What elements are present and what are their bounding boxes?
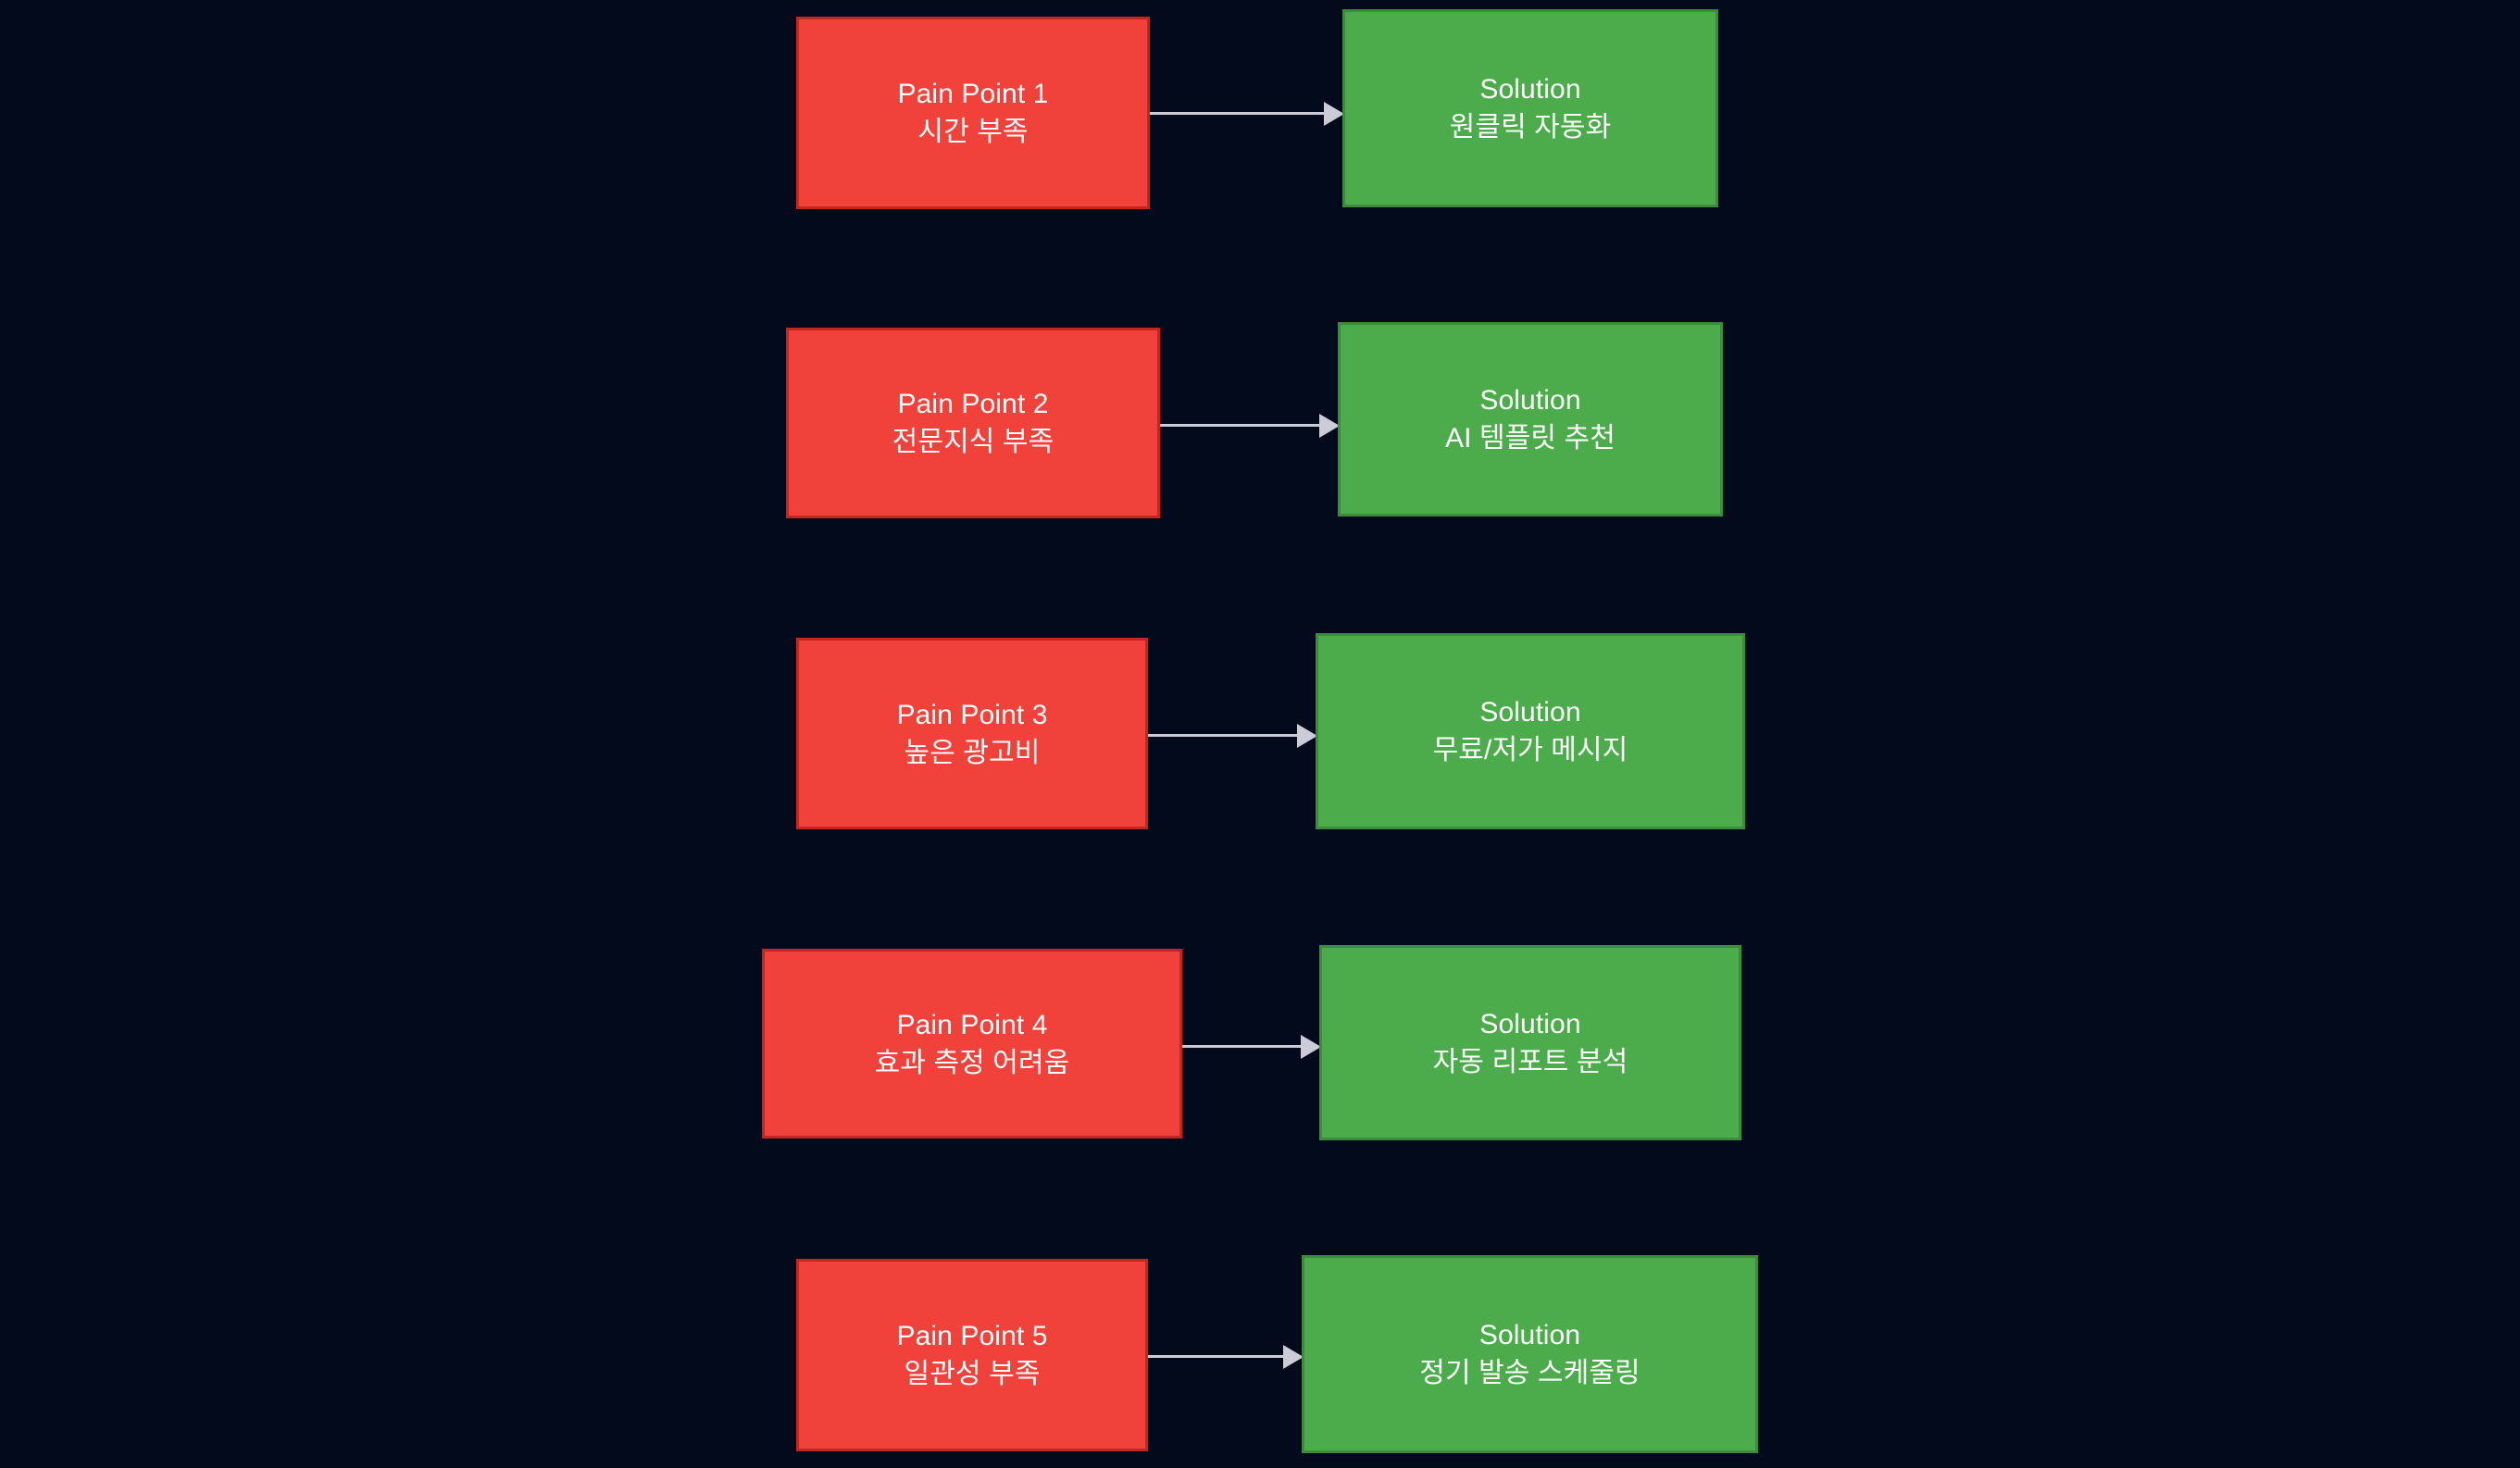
pain-point-detail: 효과 측정 어려움 — [874, 1047, 1070, 1078]
arrow-line — [1160, 424, 1321, 427]
pain-point-title: Pain Point 5 — [896, 1321, 1048, 1351]
pain-point-box[interactable]: Pain Point 4 효과 측정 어려움 — [762, 949, 1182, 1138]
solution-detail: 정기 발송 스케줄링 — [1419, 1358, 1640, 1388]
pain-point-detail: 시간 부족 — [917, 117, 1029, 147]
solution-box[interactable]: Solution AI 템플릿 추천 — [1338, 322, 1723, 516]
pain-point-title: Pain Point 1 — [897, 79, 1049, 109]
arrow-head-icon — [1324, 102, 1344, 126]
solution-title: Solution — [1479, 1008, 1581, 1039]
solution-box[interactable]: Solution 무료/저가 메시지 — [1316, 633, 1745, 829]
pain-point-title: Pain Point 2 — [897, 389, 1049, 419]
solution-box[interactable]: Solution 원클릭 자동화 — [1342, 9, 1718, 207]
arrow-line — [1182, 1045, 1303, 1048]
solution-title: Solution — [1479, 385, 1581, 416]
solution-detail: AI 템플릿 추천 — [1445, 423, 1616, 454]
arrow-head-icon — [1301, 1035, 1321, 1059]
pain-point-box[interactable]: Pain Point 1 시간 부족 — [796, 17, 1150, 209]
arrow-head-icon — [1319, 414, 1340, 438]
solution-detail: 무료/저가 메시지 — [1432, 735, 1628, 765]
arrow-line — [1148, 734, 1299, 737]
solution-detail: 원클릭 자동화 — [1449, 112, 1612, 143]
arrow-head-icon — [1283, 1345, 1304, 1369]
pain-point-box[interactable]: Pain Point 3 높은 광고비 — [796, 638, 1148, 829]
pain-point-box[interactable]: Pain Point 2 전문지식 부족 — [786, 328, 1160, 518]
pain-point-detail: 전문지식 부족 — [892, 427, 1054, 457]
solution-box[interactable]: Solution 자동 리포트 분석 — [1319, 945, 1741, 1140]
pain-point-detail: 일관성 부족 — [904, 1359, 1041, 1389]
pain-point-title: Pain Point 3 — [896, 699, 1048, 730]
solution-title: Solution — [1478, 1320, 1581, 1350]
solution-title: Solution — [1479, 697, 1581, 728]
arrow-head-icon — [1297, 724, 1317, 748]
pain-point-detail: 높은 광고비 — [904, 737, 1041, 768]
solution-box[interactable]: Solution 정기 발송 스케줄링 — [1302, 1255, 1758, 1453]
solution-title: Solution — [1479, 74, 1581, 105]
pain-point-title: Pain Point 4 — [896, 1009, 1048, 1040]
pain-point-box[interactable]: Pain Point 5 일관성 부족 — [796, 1259, 1148, 1451]
arrow-line — [1148, 1355, 1285, 1358]
arrow-line — [1150, 112, 1326, 115]
solution-detail: 자동 리포트 분석 — [1432, 1046, 1628, 1077]
